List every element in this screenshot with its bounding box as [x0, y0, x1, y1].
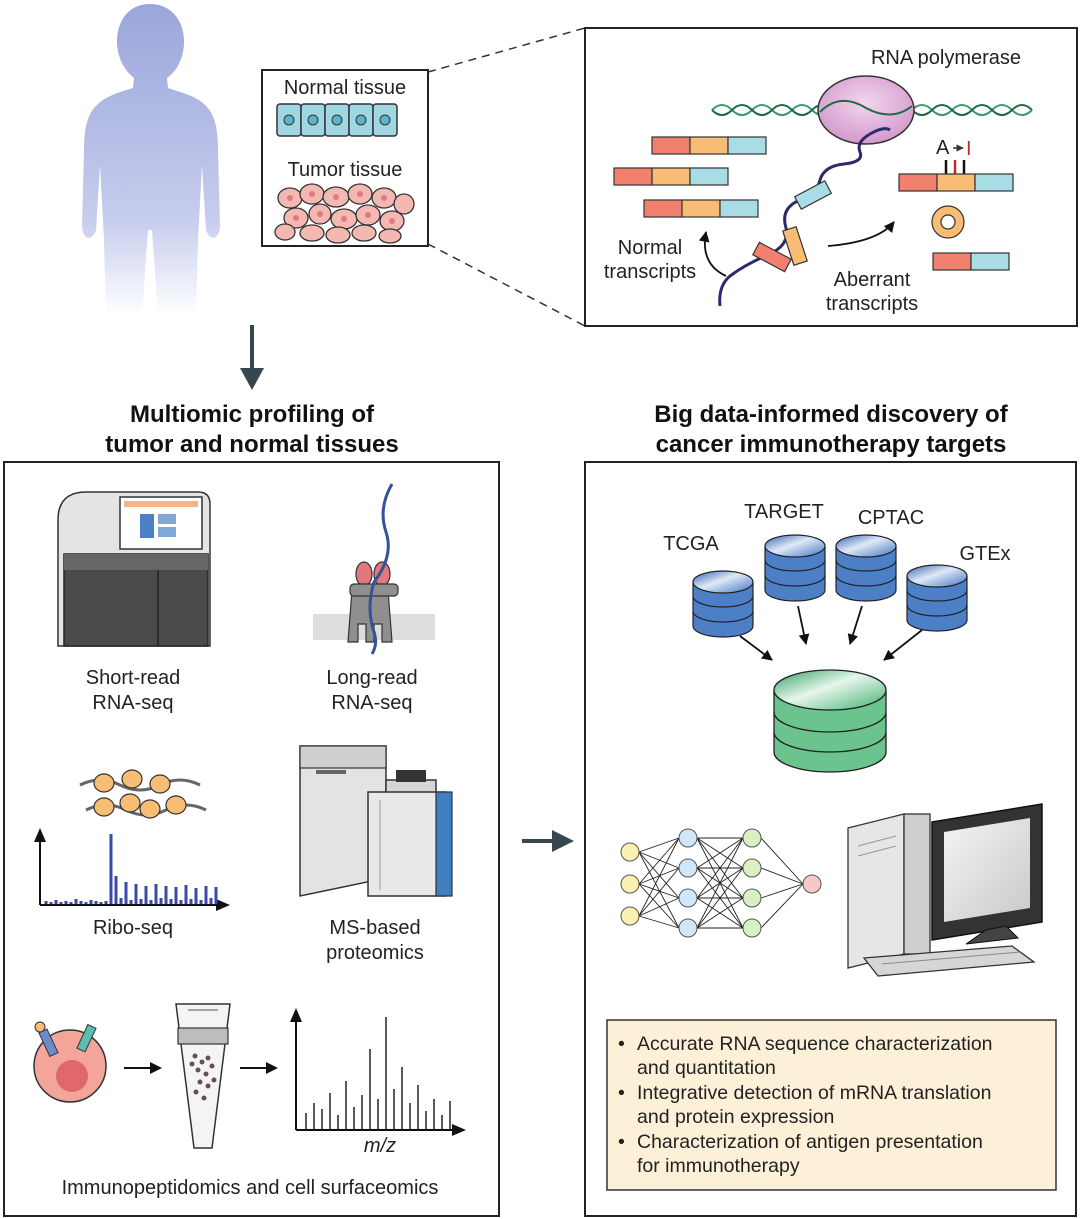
svg-text:RNA-seq: RNA-seq — [92, 692, 173, 714]
right-arrow-icon-2 — [240, 1062, 278, 1074]
tumor-tissue-label: Tumor tissue — [288, 159, 403, 181]
gtex-label: GTEx — [959, 543, 1010, 565]
nn-node — [678, 918, 698, 938]
ms-proteomics-label: MS-based — [329, 917, 420, 939]
svg-text:proteomics: proteomics — [326, 942, 424, 964]
svg-text:I: I — [966, 138, 972, 160]
rna-polymerase-label: RNA polymerase — [871, 47, 1021, 69]
summary-box — [606, 1019, 1057, 1191]
computer-icon — [847, 803, 1043, 977]
normal-transcripts-label: Normal — [618, 237, 682, 259]
aberrant-transcripts-label: Aberrant — [834, 269, 911, 291]
bullet-2-line-2: and protein expression — [637, 1106, 834, 1128]
nn-node — [742, 918, 762, 938]
tcga-label: TCGA — [663, 533, 719, 555]
nn-node — [678, 888, 698, 908]
immunopeptidomics-label: Immunopeptidomics and cell surfaceomics — [62, 1177, 439, 1199]
right-arrow-icon — [124, 1062, 162, 1074]
database-cptac-icon — [835, 534, 897, 602]
long-read-label: Long-read — [326, 667, 417, 689]
normal-transcripts-icon — [613, 136, 767, 218]
pipette-tip-icon — [175, 1003, 231, 1149]
nn-node — [620, 906, 640, 926]
tissue-inset: Normal tissue Tumor tissue — [261, 69, 429, 247]
nn-node — [678, 828, 698, 848]
target-label: TARGET — [744, 501, 824, 523]
human-silhouette-icon — [82, 4, 220, 315]
neural-network-icon — [620, 828, 822, 938]
ribosome-icon — [79, 769, 207, 819]
right-arrow-main-icon — [522, 830, 574, 852]
converging-arrows — [739, 605, 923, 661]
bullet-3-line-2: for immunotherapy — [637, 1155, 800, 1177]
nn-node — [678, 858, 698, 878]
transcription-panel: RNA polymerase Normal transcripts A I — [584, 27, 1078, 327]
cptac-label: CPTAC — [858, 507, 924, 529]
short-read-label: Short-read — [86, 667, 181, 689]
right-panel-title: Big data-informed discovery of — [654, 401, 1008, 428]
database-target-icon — [764, 534, 826, 602]
ribo-seq-label: Ribo-seq — [93, 917, 173, 939]
edit-label: A — [936, 137, 950, 159]
database-tcga-icon — [692, 570, 754, 638]
bullet-1-line-2: and quantitation — [637, 1057, 776, 1079]
svg-text:•: • — [618, 1082, 625, 1104]
svg-text:RNA-seq: RNA-seq — [331, 692, 412, 714]
summary-bullets: • Accurate RNA sequence characterization… — [618, 1033, 993, 1177]
nanopore-icon — [313, 483, 435, 655]
svg-text:•: • — [618, 1033, 625, 1055]
bullet-2-line-1: Integrative detection of mRNA translatio… — [637, 1082, 991, 1104]
sequencer-icon — [57, 491, 211, 647]
database-gtex-icon — [906, 564, 968, 632]
nn-node — [742, 888, 762, 908]
nn-node — [620, 842, 640, 862]
mass-spectrometer-icon — [299, 745, 453, 897]
down-arrow-icon — [240, 325, 264, 390]
svg-text:cancer immunotherapy targets: cancer immunotherapy targets — [656, 431, 1007, 458]
cell-with-receptors-icon — [33, 1021, 107, 1103]
bullet-3-line-1: Characterization of antigen presentation — [637, 1131, 983, 1153]
left-panel-title: Multiomic profiling of — [130, 401, 375, 428]
polymerase-icon — [817, 75, 915, 145]
bullet-1-line-1: Accurate RNA sequence characterization — [637, 1033, 993, 1055]
mass-spectrum-plot — [290, 1008, 466, 1136]
aberrant-transcripts-icon — [898, 173, 1014, 271]
svg-text:transcripts: transcripts — [826, 293, 918, 315]
zoom-lines — [427, 27, 586, 327]
svg-text:•: • — [618, 1131, 625, 1153]
svg-text:transcripts: transcripts — [604, 261, 696, 283]
normal-cells-icon — [276, 103, 398, 137]
nn-node — [742, 858, 762, 878]
nn-node — [620, 874, 640, 894]
nn-node — [742, 828, 762, 848]
integrated-database-icon — [773, 669, 887, 773]
normal-tissue-label: Normal tissue — [284, 77, 406, 99]
mz-label: m/z — [364, 1135, 396, 1157]
ribo-seq-plot — [34, 828, 230, 911]
svg-text:tumor and normal tissues: tumor and normal tissues — [105, 431, 398, 458]
nn-node — [802, 874, 822, 894]
